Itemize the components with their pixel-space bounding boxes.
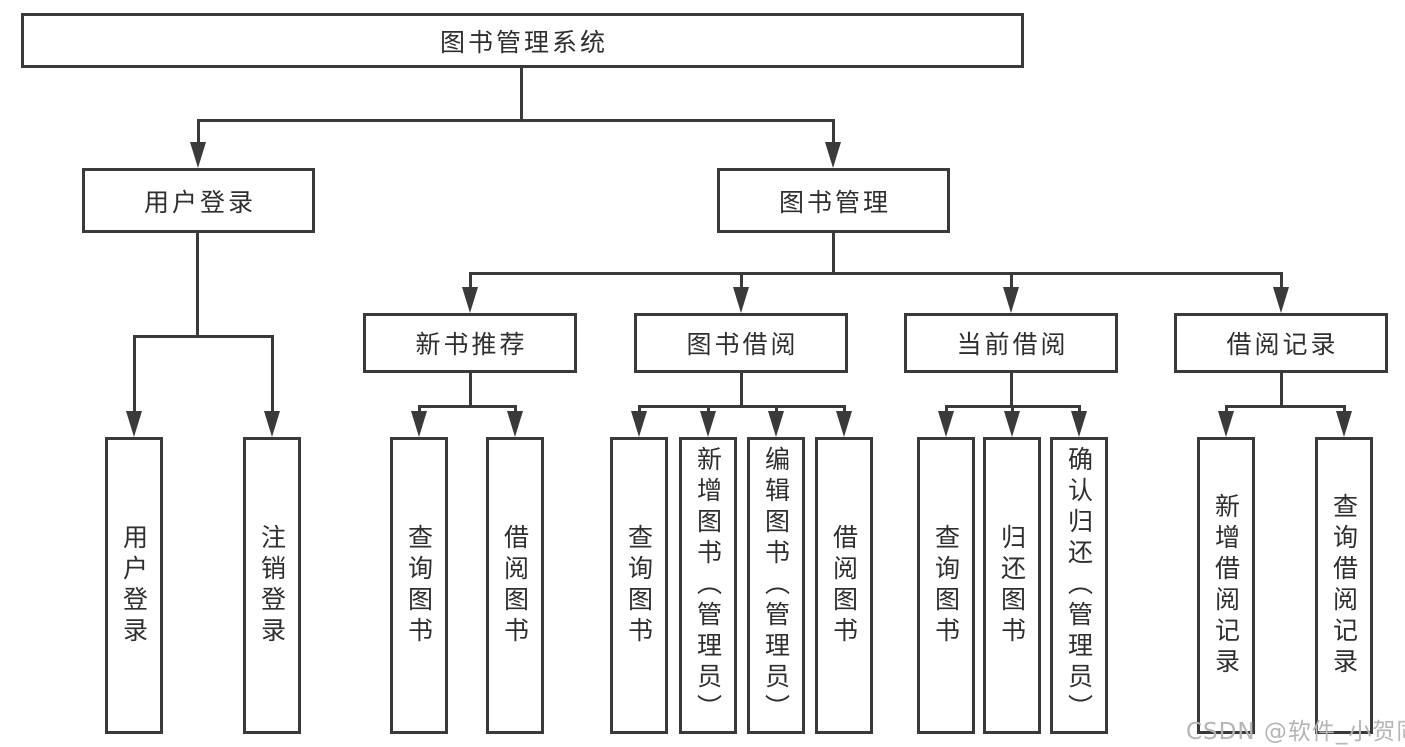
- node-library-management-system: 图书管理系统: [21, 13, 1024, 68]
- arrow-book-management: [825, 142, 841, 168]
- arrow-cb-query: [938, 411, 954, 437]
- arrow-bb-edit: [768, 411, 784, 437]
- leaf-label: 新增借阅记录: [1211, 492, 1241, 679]
- connector-drop-bb-borrow: [843, 405, 846, 415]
- connector-drop-current-borrowing: [1010, 272, 1013, 290]
- leaf-label: 确认归还（管理员）: [1064, 446, 1094, 725]
- connector-drop-cb-query: [945, 405, 948, 415]
- node-current-borrowing: 当前借阅: [904, 313, 1118, 373]
- connector-drop-nbr-borrow: [514, 405, 517, 415]
- leaf-label: 查询图书: [404, 523, 434, 648]
- connector-drop-bb-edit: [775, 405, 778, 415]
- connector-user-login-bar: [133, 335, 274, 338]
- arrow-cb-confirm: [1071, 411, 1087, 437]
- leaf-label: 新增图书（管理员）: [693, 446, 723, 725]
- arrow-br-add: [1218, 411, 1234, 437]
- leaf-label: 归还图书: [997, 523, 1027, 648]
- leaf-label: 借阅图书: [500, 523, 530, 648]
- node-borrowing-records: 借阅记录: [1174, 313, 1388, 373]
- connector-drop-bb-add: [707, 405, 710, 415]
- connector-root-bar: [197, 119, 835, 122]
- leaf-bb-edit-books-admin: 编辑图书（管理员）: [747, 437, 805, 734]
- arrow-bb-add: [700, 411, 716, 437]
- connector-root-trunk: [520, 68, 523, 119]
- leaf-cb-confirm-return-admin: 确认归还（管理员）: [1050, 437, 1108, 734]
- connector-drop-br-query: [1343, 405, 1346, 415]
- connector-user-login-trunk: [196, 233, 199, 335]
- node-label: 图书借阅: [686, 330, 799, 359]
- node-book-borrowing: 图书借阅: [634, 313, 848, 373]
- leaf-label: 查询图书: [931, 523, 961, 648]
- node-label: 用户登录: [143, 187, 256, 217]
- arrow-book-borrowing: [733, 287, 749, 313]
- connector-drop-cb-confirm: [1078, 405, 1081, 415]
- connector-br-trunk: [1280, 373, 1283, 405]
- connector-drop-new-book-recommend: [469, 272, 472, 290]
- connector-drop-cb-return: [1011, 405, 1014, 415]
- connector-nbr-trunk: [469, 373, 472, 405]
- leaf-cb-query-books: 查询图书: [917, 437, 975, 734]
- leaf-label: 查询借阅记录: [1329, 492, 1359, 679]
- connector-drop-book-management: [832, 119, 835, 147]
- node-label: 图书管理系统: [439, 27, 608, 57]
- connector-drop-nbr-query: [418, 405, 421, 415]
- leaf-cb-return-books: 归还图书: [983, 437, 1041, 734]
- arrow-current-borrowing: [1003, 287, 1019, 313]
- node-label: 借阅记录: [1226, 330, 1339, 359]
- arrow-bb-query: [631, 411, 647, 437]
- arrow-cb-return: [1004, 411, 1020, 437]
- leaf-label: 借阅图书: [829, 523, 859, 648]
- leaf-br-add-record: 新增借阅记录: [1197, 437, 1255, 734]
- leaf-nbr-borrow-books: 借阅图书: [486, 437, 544, 734]
- arrow-leaf-logout: [264, 411, 280, 437]
- connector-nbr-bar: [418, 405, 517, 408]
- node-label: 图书管理: [778, 187, 891, 217]
- connector-bb-trunk: [740, 373, 743, 405]
- leaf-bb-add-books-admin: 新增图书（管理员）: [679, 437, 737, 734]
- connector-drop-leaf-user-login: [133, 335, 136, 415]
- connector-br-bar: [1225, 405, 1346, 408]
- arrow-br-query: [1336, 411, 1352, 437]
- leaf-user-login: 用户登录: [105, 437, 163, 734]
- connector-drop-book-borrowing: [740, 272, 743, 290]
- connector-drop-borrowing-records: [1280, 272, 1283, 290]
- connector-drop-user-login: [197, 119, 200, 147]
- node-book-management: 图书管理: [717, 168, 950, 233]
- csdn-watermark: CSDN @软件_小贺同学: [1186, 719, 1405, 745]
- connector-drop-leaf-logout: [271, 335, 274, 415]
- leaf-label: 编辑图书（管理员）: [761, 446, 791, 725]
- leaf-logout-login: 注销登录: [243, 437, 301, 734]
- leaf-br-query-record: 查询借阅记录: [1315, 437, 1373, 734]
- connector-bb-bar: [638, 405, 846, 408]
- arrow-user-login: [190, 142, 206, 168]
- connector-book-management-bar: [469, 272, 1283, 275]
- leaf-bb-borrow-books: 借阅图书: [815, 437, 873, 734]
- arrow-nbr-borrow: [507, 411, 523, 437]
- node-user-login: 用户登录: [82, 168, 315, 233]
- leaf-bb-query-books: 查询图书: [610, 437, 668, 734]
- node-label: 当前借阅: [956, 330, 1069, 359]
- connector-book-management-trunk: [832, 233, 835, 272]
- arrow-borrowing-records: [1273, 287, 1289, 313]
- connector-drop-bb-query: [638, 405, 641, 415]
- arrow-leaf-user-login: [126, 411, 142, 437]
- node-label: 新书推荐: [415, 330, 528, 359]
- leaf-label: 查询图书: [624, 523, 654, 648]
- arrow-bb-borrow: [836, 411, 852, 437]
- leaf-label: 注销登录: [257, 523, 287, 648]
- connector-drop-br-add: [1225, 405, 1228, 415]
- arrow-nbr-query: [411, 411, 427, 437]
- connector-cb-trunk: [1010, 373, 1013, 405]
- node-new-book-recommend: 新书推荐: [363, 313, 577, 373]
- leaf-label: 用户登录: [119, 523, 149, 648]
- leaf-nbr-query-books: 查询图书: [390, 437, 448, 734]
- arrow-new-book-recommend: [462, 287, 478, 313]
